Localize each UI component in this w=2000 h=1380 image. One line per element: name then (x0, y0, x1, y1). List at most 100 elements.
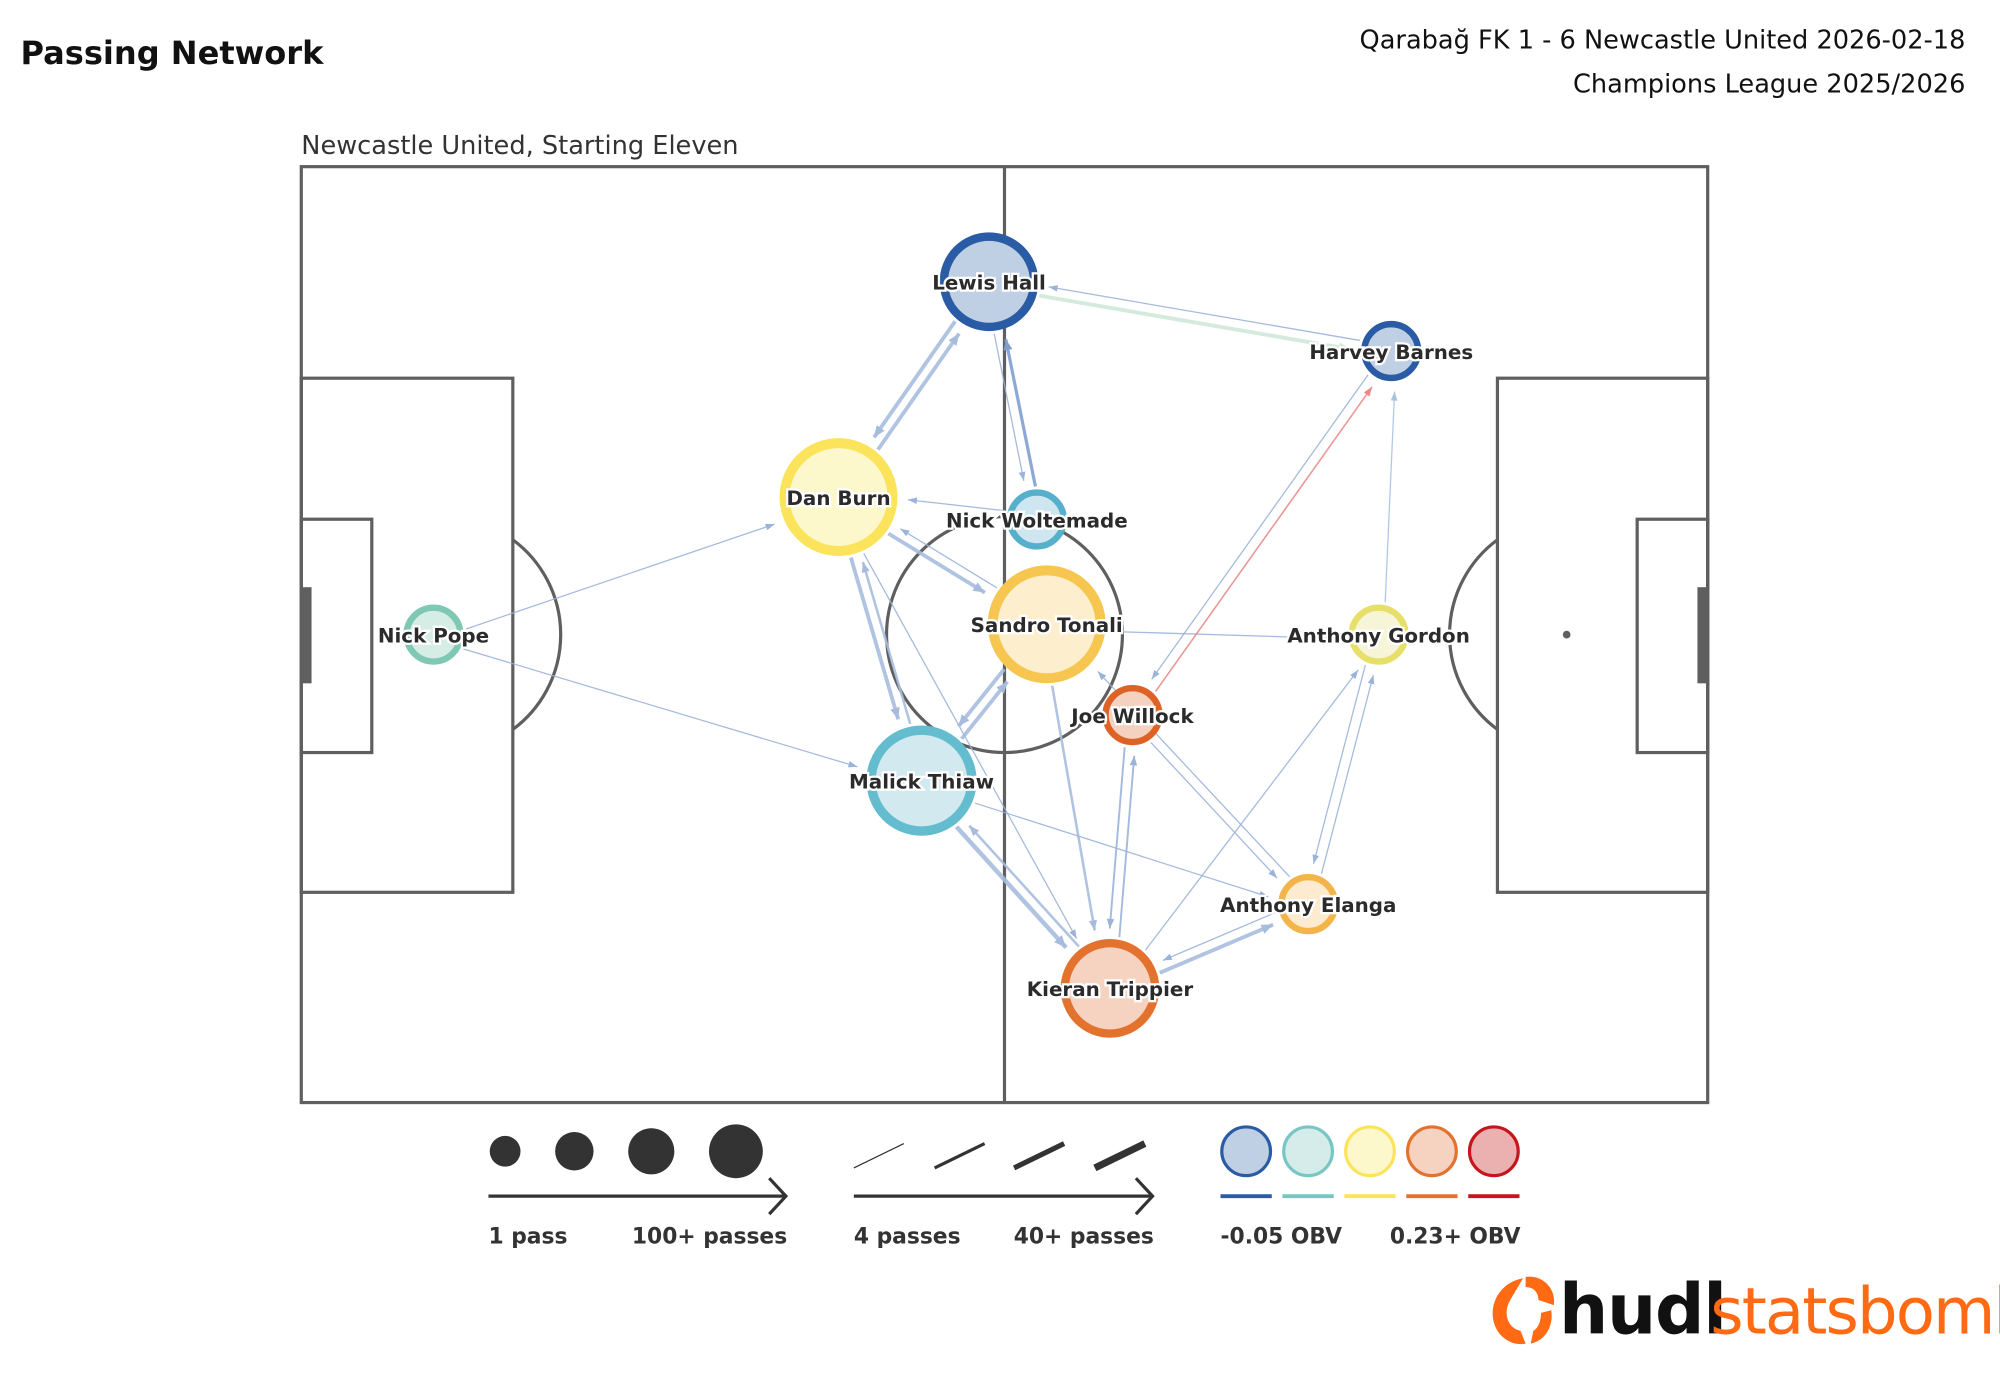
legend-size: 1 pass 100+ passes (488, 1124, 789, 1250)
pass-line (887, 531, 986, 595)
pass-line (1312, 664, 1366, 864)
player-node[interactable]: Anthony Elanga (1218, 874, 1399, 935)
right-goal (1697, 587, 1708, 684)
pass-arrowhead (1338, 342, 1351, 353)
logo-statsbomb: statsbomb (1710, 1275, 2000, 1349)
player-name: Lewis Hall (932, 272, 1046, 295)
pass-arrowhead (1003, 339, 1013, 351)
pass-line (1108, 747, 1126, 929)
legend-width: 4 passes 40+ passes (853, 1140, 1155, 1250)
pass-line (907, 499, 1005, 512)
pass-arrow (1144, 669, 1359, 951)
pass-arrowhead (1069, 929, 1077, 939)
legend-size-min: 1 pass (488, 1225, 567, 1250)
legend-width-line (853, 1143, 905, 1169)
legend-obv-min: -0.05 OBV (1221, 1225, 1343, 1250)
pass-arrowhead (890, 706, 900, 720)
pass-arrow (899, 528, 998, 589)
pass-line (1004, 338, 1037, 487)
legend-size-dot (555, 1132, 594, 1171)
player-circle (779, 438, 898, 557)
legend-obv: -0.05 OBV 0.23+ OBV (1220, 1125, 1521, 1250)
player-node[interactable]: Malick Thiaw (847, 725, 996, 836)
pass-line (876, 332, 961, 451)
legend-width-max: 40+ passes (1014, 1225, 1154, 1250)
player-node[interactable]: Harvey Barnes (1307, 320, 1475, 382)
pass-arrow (1312, 664, 1366, 864)
player-node[interactable]: Anthony Gordon (1285, 604, 1472, 665)
pass-arrow (954, 825, 1068, 950)
pass-arrow (1384, 391, 1398, 603)
pass-line (1384, 391, 1396, 603)
player-circle (866, 725, 977, 836)
pass-arrow (907, 497, 1005, 512)
player-circle (1006, 489, 1067, 550)
pass-arrow (1050, 685, 1097, 931)
pitch (299, 165, 1710, 1105)
pass-arrowhead (1268, 869, 1278, 879)
pass-arrowhead (1390, 391, 1398, 401)
pass-arrow (876, 332, 961, 451)
legend-size-dot (489, 1135, 521, 1167)
pass-arrowhead (1367, 674, 1375, 685)
right-penalty-spot (1562, 630, 1571, 639)
pass-arrowhead (861, 562, 870, 574)
player-circle (1361, 320, 1422, 382)
player-node[interactable]: Joe Willock (1067, 684, 1197, 746)
legend-obv-circle (1344, 1125, 1396, 1178)
pass-line (1150, 742, 1278, 879)
pass-arrowhead (996, 681, 1008, 694)
pass-lines (463, 285, 1398, 975)
pass-arrow (1151, 374, 1369, 680)
pass-line (1162, 911, 1277, 961)
player-node[interactable]: Nick Pope (376, 604, 491, 665)
legend-obv-circle (1405, 1125, 1458, 1178)
hudl-statsbomb-logo: hudl statsbomb (1492, 1270, 2000, 1350)
pass-line (1144, 669, 1359, 951)
player-node[interactable]: Kieran Trippier (1025, 939, 1196, 1038)
player-name: Harvey Barnes (1309, 341, 1473, 364)
pass-arrow (993, 333, 1026, 482)
pass-line (899, 528, 998, 589)
pass-arrowhead (900, 528, 910, 537)
right-penalty-arc (1448, 538, 1499, 731)
player-circle (1060, 939, 1160, 1038)
pass-line (956, 667, 1006, 728)
pass-arrow (960, 680, 1009, 740)
right-penalty-box (1495, 376, 1710, 894)
player-node[interactable]: Nick Woltemade (944, 489, 1130, 550)
legend-arrow-head (768, 1177, 789, 1216)
player-name: Kieran Trippier (1027, 978, 1194, 1001)
pass-line (1151, 374, 1369, 680)
pass-arrow (956, 667, 1006, 728)
player-name: Anthony Gordon (1287, 624, 1470, 647)
pass-line (863, 553, 1078, 939)
pass-line (1108, 630, 1339, 640)
right-six-yard-box (1635, 517, 1710, 755)
pass-line (463, 648, 858, 768)
legend-width-line (1093, 1140, 1147, 1172)
pass-line (1050, 685, 1096, 931)
pass-arrowhead (1312, 854, 1319, 864)
legend-size-max: 100+ passes (632, 1225, 787, 1250)
legend-obv-circle (1282, 1125, 1335, 1178)
legend-obv-circle (1220, 1125, 1273, 1178)
player-node[interactable]: Dan Burn (779, 438, 898, 557)
pass-arrowhead (969, 825, 980, 836)
pass-line (872, 320, 957, 439)
pass-line (1048, 286, 1361, 342)
pass-arrow (1118, 755, 1138, 938)
pass-arrowhead (1328, 634, 1339, 642)
player-node[interactable]: Lewis Hall (930, 232, 1048, 332)
legend-size-dot (628, 1128, 675, 1175)
pass-arrowhead (1048, 285, 1059, 292)
player-name: Nick Woltemade (946, 509, 1128, 532)
pass-arrowhead (1088, 919, 1097, 931)
pass-arrow (1038, 293, 1351, 353)
player-node[interactable]: Sandro Tonali (968, 565, 1125, 684)
chart-subtitle: Newcastle United, Starting Eleven (301, 131, 738, 161)
pass-arrowhead (1129, 755, 1138, 766)
player-circle (403, 604, 464, 665)
